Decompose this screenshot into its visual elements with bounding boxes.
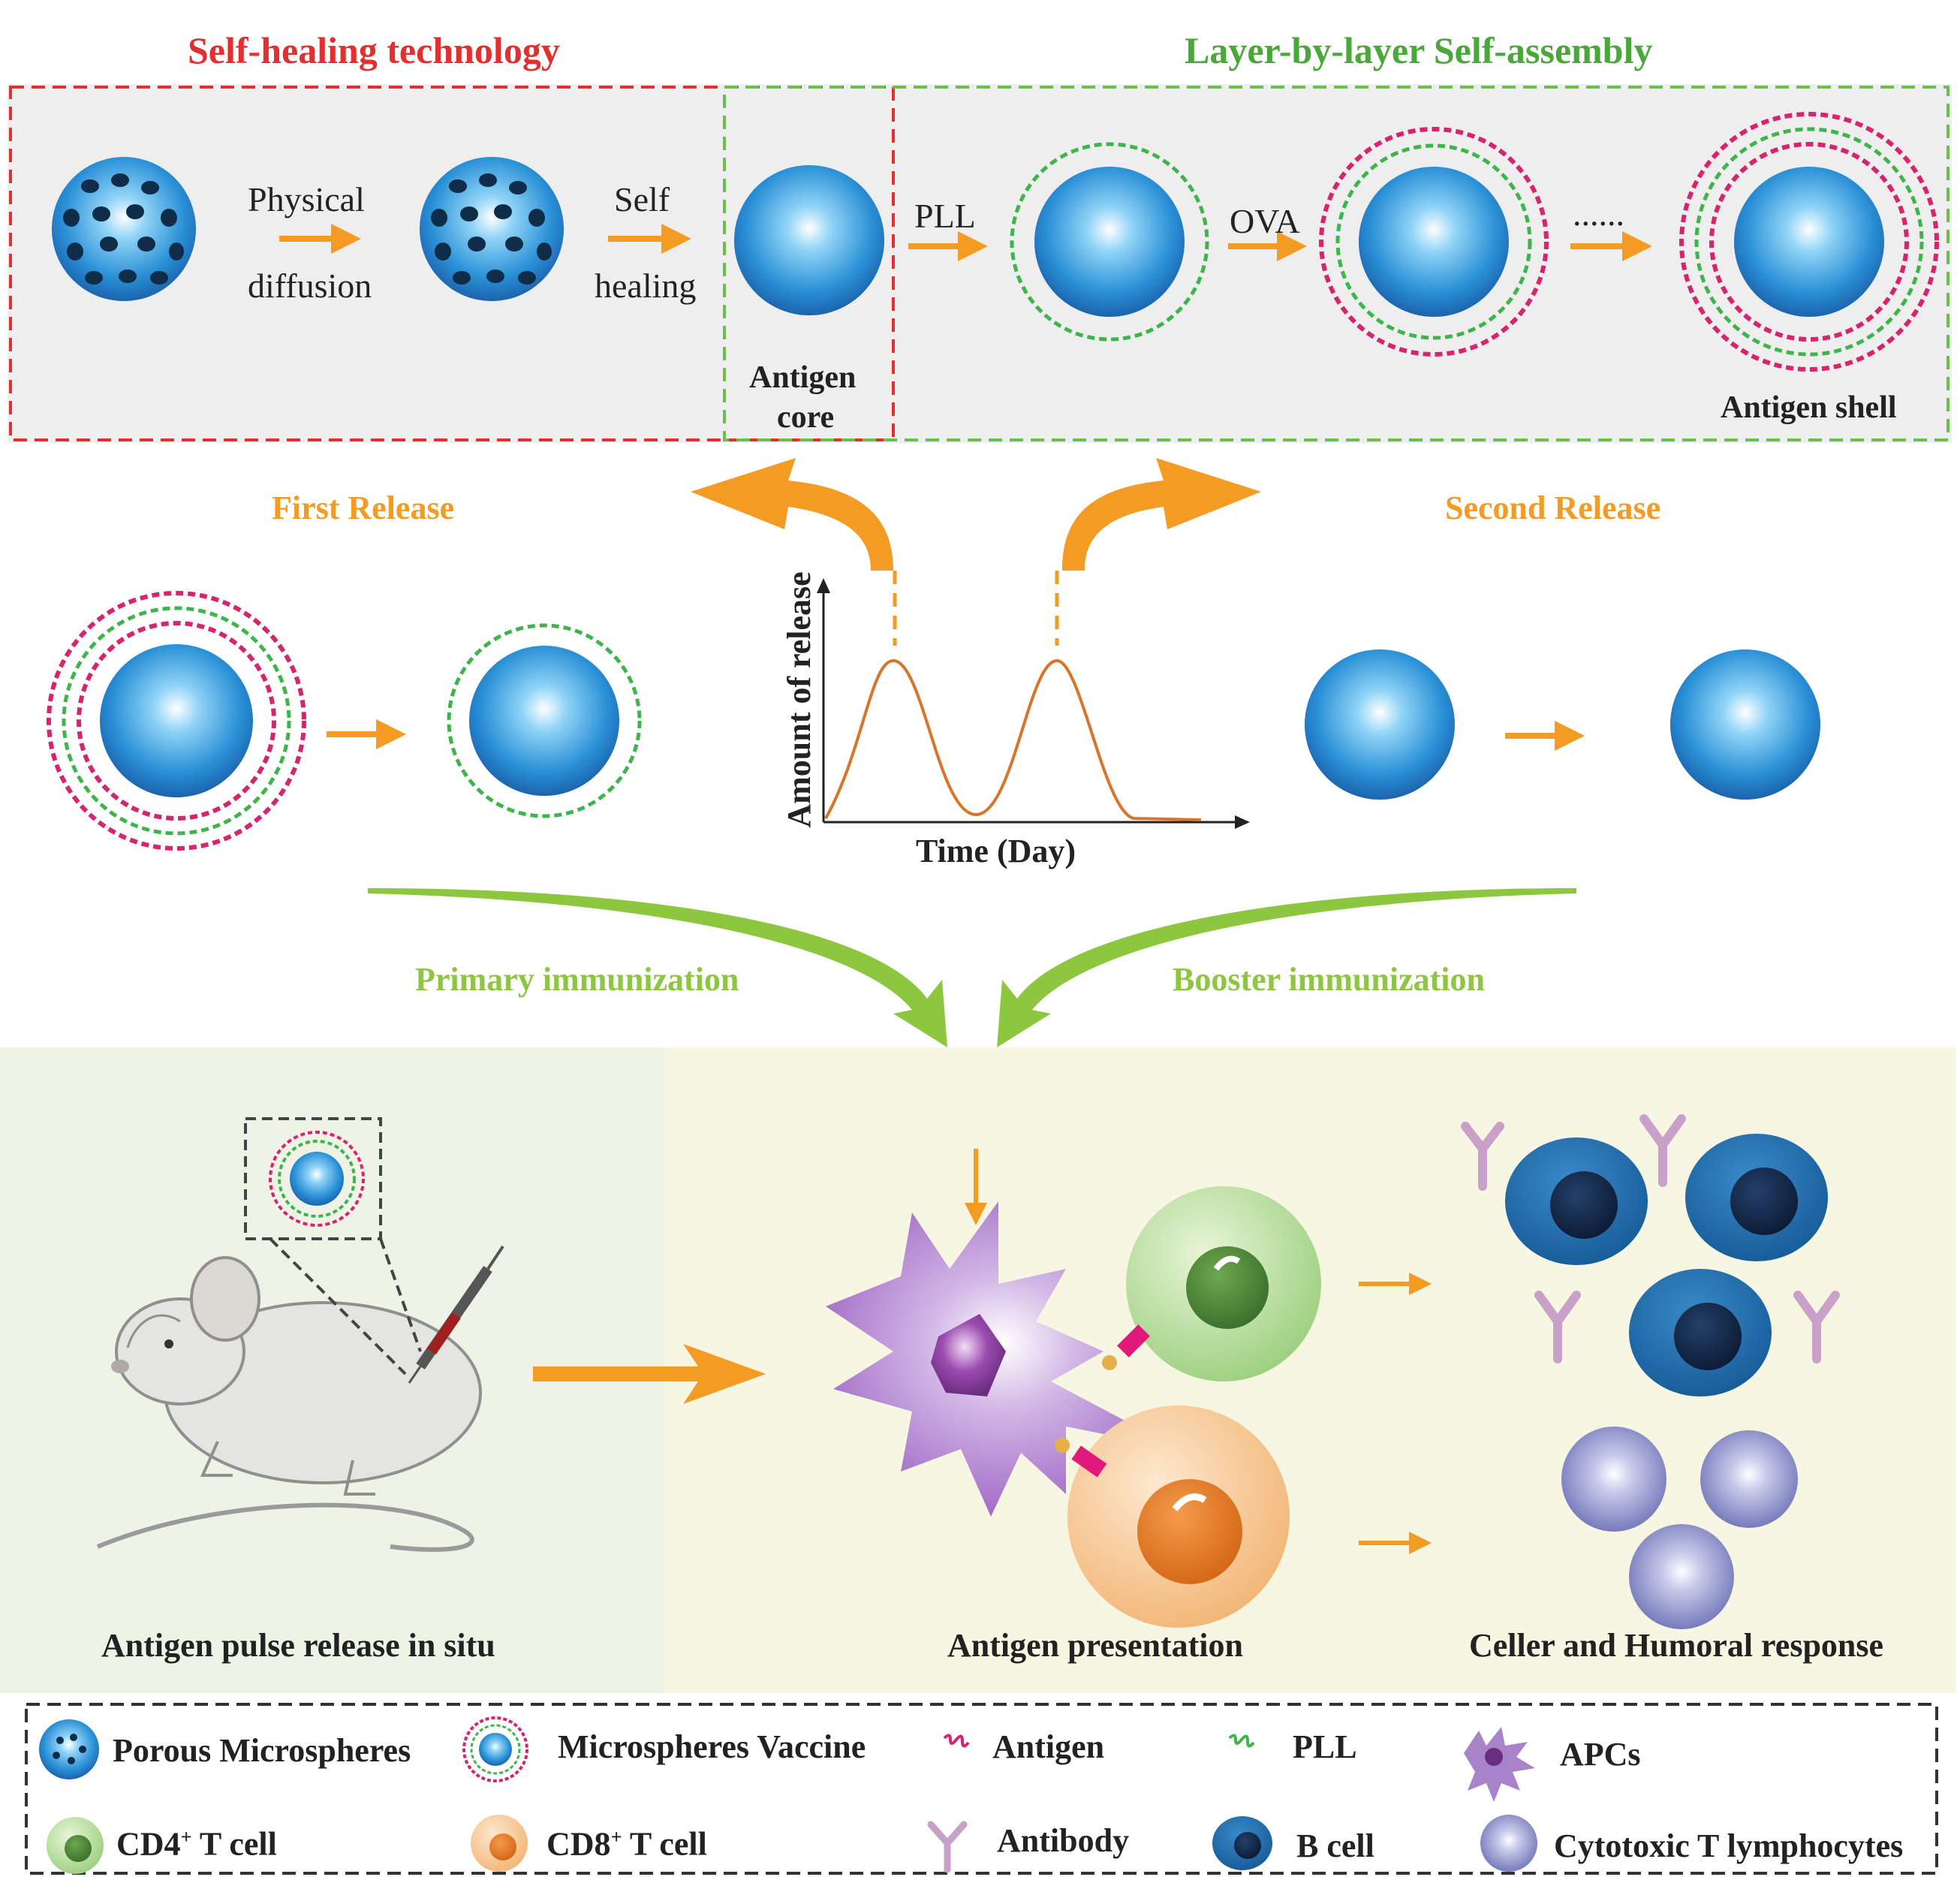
core-sphere-release — [1305, 649, 1455, 800]
legend-ctl: Cytotoxic T lymphocytes — [1554, 1827, 1904, 1864]
antigen-shell-label: Antigen shell — [1721, 390, 1897, 425]
legend-pll: PLL — [1293, 1728, 1357, 1765]
empty-sphere — [1670, 649, 1820, 800]
step-self: Self — [614, 180, 670, 218]
step-pll: PLL — [914, 197, 976, 235]
mouse-illustration — [96, 1256, 482, 1552]
antibodies — [1461, 1114, 1840, 1363]
legend-cd8-sup: + — [610, 1825, 622, 1848]
vaccine-sphere-full — [47, 591, 306, 851]
release-curve — [824, 658, 1202, 821]
legend-bcell: B cell — [1296, 1827, 1374, 1864]
porous-sphere-loaded — [420, 157, 564, 301]
layer-by-layer-box — [723, 86, 1949, 441]
zoom-line-2 — [379, 1238, 422, 1352]
legend-vaccine: Microspheres Vaccine — [558, 1728, 866, 1765]
mhc-tcr-connectors — [1055, 1324, 1150, 1478]
antigen-core-sphere — [734, 165, 884, 315]
b-cells — [1505, 1134, 1828, 1396]
step-ova: OVA — [1230, 202, 1300, 240]
legend-cd8-post: T cell — [622, 1825, 707, 1863]
graph-xlabel: Time (Day) — [916, 833, 1076, 869]
response-label: Celler and Humoral response — [1469, 1627, 1884, 1664]
apc-cell — [826, 1201, 1179, 1517]
antigen-shell-sphere — [1679, 112, 1939, 372]
legend-cd4: CD4+ T cell — [116, 1827, 277, 1861]
release-graph — [817, 578, 1250, 829]
cd8-t-cell — [1067, 1405, 1290, 1628]
graph-ylabel: Amount of release — [781, 571, 817, 828]
presentation-arrow — [533, 1344, 766, 1404]
pulse-release-label: Antigen pulse release in situ — [101, 1627, 495, 1664]
self-healing-title: Self-healing technology — [188, 29, 560, 71]
vaccine-sphere-shed — [447, 623, 642, 818]
legend-apcs: APCs — [1560, 1736, 1641, 1773]
zoom-vaccine — [269, 1131, 365, 1227]
step-dots: ...... — [1573, 194, 1624, 233]
top-panel-background — [8, 84, 1952, 443]
porous-microsphere — [52, 157, 196, 301]
step-physical: Physical — [248, 180, 365, 218]
release-arrows — [691, 458, 1261, 571]
legend-cd4-post: T cell — [191, 1825, 277, 1863]
legend-icons — [39, 1716, 1537, 1874]
ova-coated-sphere — [1319, 127, 1549, 357]
legend-antigen: Antigen — [992, 1728, 1105, 1765]
syringe — [408, 1245, 504, 1384]
step-healing: healing — [595, 267, 697, 305]
legend-porous: Porous Microspheres — [113, 1732, 411, 1769]
pll-coated-sphere — [1010, 142, 1209, 342]
step-diffusion: diffusion — [248, 267, 372, 305]
antigen-core-label-1: Antigen — [749, 360, 857, 395]
antigen-core-label-2: core — [777, 400, 835, 435]
first-release-label: First Release — [272, 490, 455, 526]
legend-cd8: CD8+ T cell — [546, 1827, 707, 1861]
legend-box — [25, 1703, 1938, 1875]
zoom-box — [244, 1117, 382, 1240]
legend-cd4-pre: CD4 — [116, 1825, 181, 1863]
antigen-presentation-label: Antigen presentation — [947, 1627, 1243, 1664]
self-healing-box — [9, 86, 895, 441]
legend-antibody: Antibody — [997, 1822, 1130, 1859]
cd4-t-cell — [1126, 1186, 1321, 1381]
lbl-title: Layer-by-layer Self-assembly — [1185, 29, 1653, 71]
top-arrows — [279, 224, 1652, 261]
second-release-label: Second Release — [1445, 490, 1661, 526]
booster-immunization-label: Booster immunization — [1173, 961, 1485, 998]
legend-cd8-pre: CD8 — [546, 1825, 611, 1863]
legend-cd4-sup: + — [180, 1825, 192, 1848]
cytotoxic-t-cells — [1561, 1427, 1798, 1629]
primary-immunization-label: Primary immunization — [415, 961, 739, 998]
